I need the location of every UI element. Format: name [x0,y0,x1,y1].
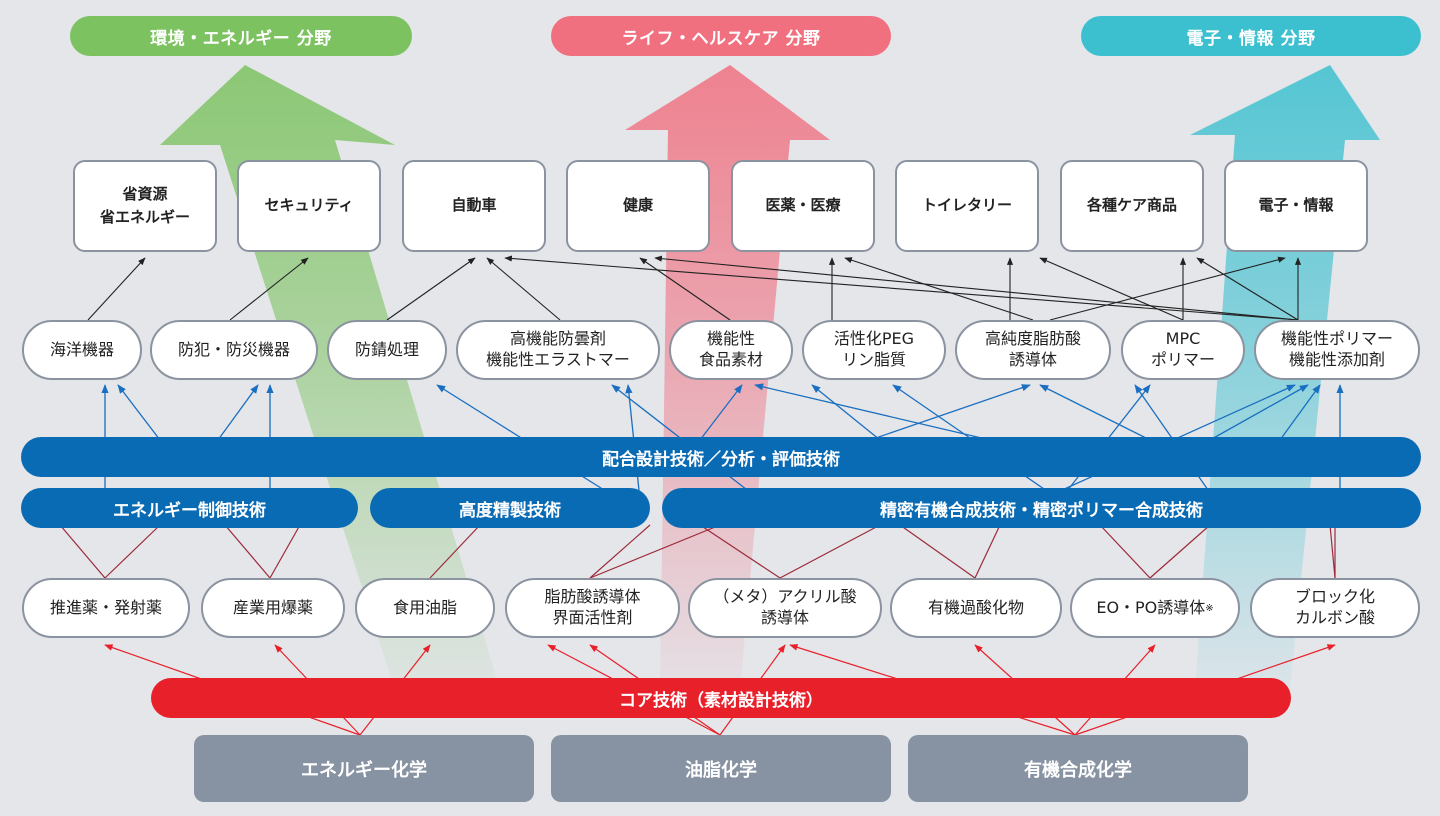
material-to-technology-line [699,524,781,579]
app-toiletry: トイレタリー [895,160,1039,252]
app-medical: 医薬・医療 [731,160,875,252]
material-organic-peroxide: 有機過酸化物 [890,578,1062,638]
material-to-technology-line [589,524,721,579]
field-energy: 環境・エネルギー 分野 [70,16,412,56]
material-to-technology-line [1099,524,1151,579]
product-marine-equipment: 海洋機器 [22,320,142,380]
technology-to-product-arrow [869,384,1031,441]
tech-precision-synthesis: 精密有機合成技術・精密ポリマー合成技術 [662,488,1421,528]
product-to-application-arrow [1039,257,1184,321]
base-energy-chemistry: エネルギー化学 [194,735,534,802]
material-propellant: 推進薬・発射薬 [22,578,190,638]
material-to-technology-line [224,524,271,579]
material-to-technology-line [429,524,481,579]
material-edible-oil: 食用油脂 [355,578,495,638]
material-eo-po-label: EO・PO誘導体 [1096,597,1206,617]
material-to-technology-line [269,524,301,579]
product-fatty-acid-derivative: 高純度脂肪酸 誘導体 [955,320,1111,380]
product-to-application-arrow [386,257,476,321]
app-electronics: 電子・情報 [1224,160,1368,252]
product-to-application-arrow [639,257,731,321]
app-health: 健康 [566,160,710,252]
tech-advanced-refining: 高度精製技術 [370,488,650,528]
technology-to-product-arrow [217,384,259,441]
technology-to-product-arrow [1279,384,1321,441]
product-to-application-arrow [229,257,309,321]
technology-to-product-arrow [1039,384,1151,441]
field-life: ライフ・ヘルスケア 分野 [551,16,891,56]
product-mpc-polymer: MPC ポリマー [1121,320,1245,380]
product-to-application-arrow [1196,257,1299,321]
technology-to-product-arrow [811,384,881,441]
base-oleochemistry: 油脂化学 [551,735,891,802]
material-acrylic-acid: （メタ）アクリル酸 誘導体 [688,578,882,638]
material-blocked-carboxylic-acid: ブロック化 カルボン酸 [1250,578,1420,638]
material-industrial-explosive: 産業用爆薬 [201,578,345,638]
product-to-application-arrow [844,257,1034,321]
technology-to-product-arrow [117,384,161,441]
material-to-technology-line [899,524,976,579]
app-resource-saving: 省資源 省エネルギー [73,160,217,252]
technology-to-product-arrow [754,383,991,441]
material-to-technology-line [104,524,161,579]
core-technology: コア技術（素材設計技術） [151,678,1291,718]
material-to-technology-line [1149,524,1211,579]
material-to-technology-line [59,524,106,579]
app-care-products: 各種ケア商品 [1060,160,1204,252]
product-to-application-arrow [654,255,1299,321]
tech-formulation-analysis: 配合設計技術／分析・評価技術 [21,437,1421,477]
product-functional-food: 機能性 食品素材 [669,320,793,380]
material-to-technology-line [1329,524,1336,579]
product-to-application-arrow [87,257,146,321]
material-eo-po-derivative: EO・PO誘導体※ [1070,578,1240,638]
material-to-technology-line [974,524,1001,579]
field-electronic: 電子・情報 分野 [1081,16,1421,56]
product-to-application-arrow [486,257,561,321]
product-functional-polymer: 機能性ポリマー 機能性添加剤 [1254,320,1420,380]
app-automobile: 自動車 [402,160,546,252]
material-to-technology-line [779,524,881,579]
technology-to-product-arrow [1209,384,1309,441]
base-organic-synthesis: 有機合成化学 [908,735,1248,802]
product-to-application-arrow [504,255,1299,321]
tech-energy-control: エネルギー制御技術 [21,488,358,528]
technology-to-product-arrow [699,384,743,441]
product-to-application-arrow [1049,256,1286,321]
product-rust-prevention: 防錆処理 [327,320,447,380]
material-to-technology-line [589,524,651,579]
app-security: セキュリティ [237,160,381,252]
footnote-mark: ※ [1205,602,1214,614]
product-security-equipment: 防犯・防災機器 [150,320,318,380]
material-fatty-acid-surfactant: 脂肪酸誘導体 界面活性剤 [505,578,680,638]
product-antifog-elastomer: 高機能防曇剤 機能性エラストマー [456,320,660,380]
product-activated-peg: 活性化PEG リン脂質 [802,320,946,380]
